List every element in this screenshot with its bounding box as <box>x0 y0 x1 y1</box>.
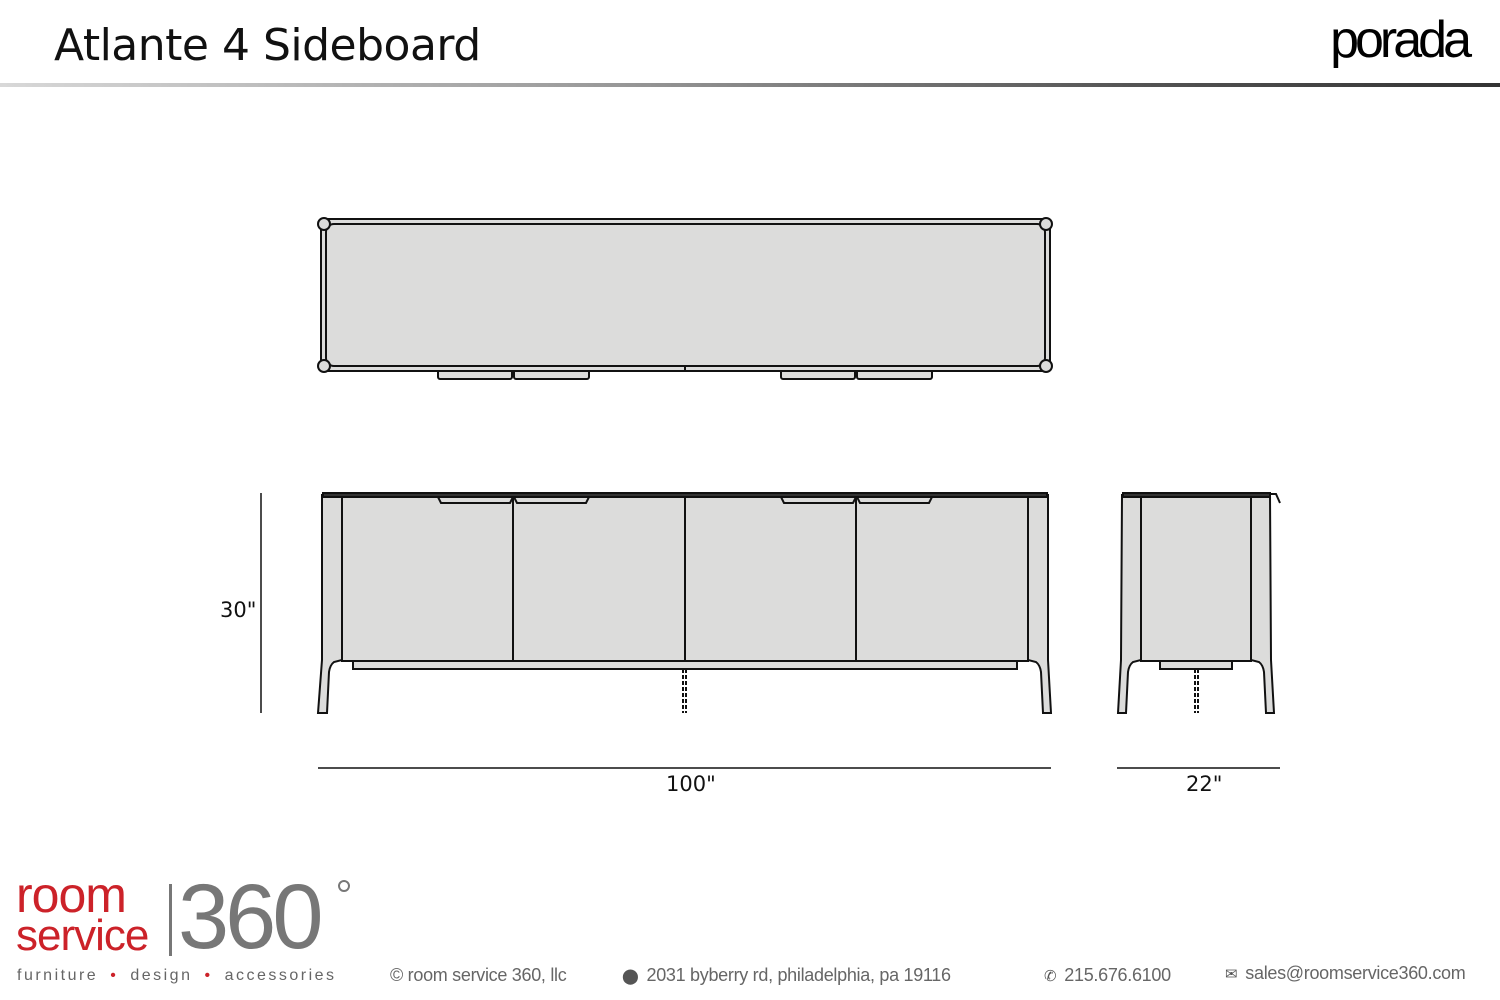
copyright: © room service 360, llc <box>390 965 567 985</box>
logo-number: 360 <box>178 866 323 968</box>
tagline-accessories: accessories <box>224 967 337 984</box>
room-service-360-logo: room service 360 <box>16 866 356 968</box>
front-view <box>316 492 1053 714</box>
phone-text[interactable]: 215.676.6100 <box>1064 965 1171 985</box>
address-text: 2031 byberry rd, philadelphia, pa 19116 <box>646 965 952 985</box>
map-pin-icon: ⬤ <box>622 968 639 985</box>
side-view <box>1116 492 1281 714</box>
tagline-design: design <box>130 967 193 984</box>
address: ⬤ 2031 byberry rd, philadelphia, pa 19116 <box>622 964 951 988</box>
tagline-furniture: furniture <box>17 967 99 984</box>
tagline: furniture•design•accessories <box>17 967 337 984</box>
envelope-icon: ✉ <box>1225 966 1238 983</box>
page-title: Atlante 4 Sideboard <box>54 20 481 71</box>
phone-icon: ✆ <box>1044 968 1057 985</box>
depth-label: 22" <box>1186 772 1223 796</box>
logo-room: room <box>16 867 127 923</box>
header-divider <box>0 83 1500 87</box>
degree-icon <box>338 880 350 892</box>
phone[interactable]: ✆ 215.676.6100 <box>1044 964 1171 988</box>
email-link[interactable]: sales@roomservice360.com <box>1245 963 1466 983</box>
brand-logo: porada <box>1330 11 1472 69</box>
logo-divider <box>169 884 172 956</box>
width-label: 100" <box>666 772 716 796</box>
logo-service: service <box>16 911 149 960</box>
top-view <box>317 217 1053 380</box>
email[interactable]: ✉ sales@roomservice360.com <box>1225 962 1466 986</box>
height-label: 30" <box>220 598 257 622</box>
